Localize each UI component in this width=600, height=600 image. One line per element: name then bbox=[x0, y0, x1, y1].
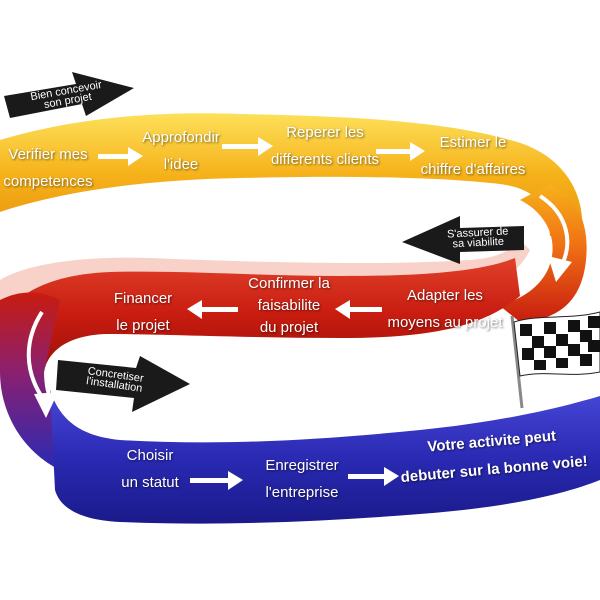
left-arrow-icon bbox=[335, 300, 382, 319]
red-band bbox=[0, 240, 530, 340]
left-arrow-icon bbox=[187, 300, 238, 319]
return-arrow-right-head bbox=[548, 256, 572, 282]
right-arrow-icon bbox=[190, 471, 243, 490]
blue-band bbox=[50, 390, 600, 524]
right-turn bbox=[500, 184, 587, 322]
banner-arrow-bottom bbox=[56, 356, 190, 412]
red-band-main bbox=[0, 258, 520, 372]
checkered-flag-icon bbox=[510, 311, 600, 409]
right-arrow-icon bbox=[376, 142, 425, 161]
right-arrow-icon bbox=[222, 137, 273, 156]
banner-arrow-top bbox=[4, 72, 134, 118]
return-arrow-left bbox=[26, 310, 46, 402]
banner-arrow-middle bbox=[402, 216, 524, 264]
return-arrow-left-head bbox=[34, 392, 58, 418]
right-arrow-icon bbox=[348, 467, 399, 486]
yellow-band bbox=[0, 113, 583, 236]
right-arrow-icon bbox=[98, 147, 143, 166]
